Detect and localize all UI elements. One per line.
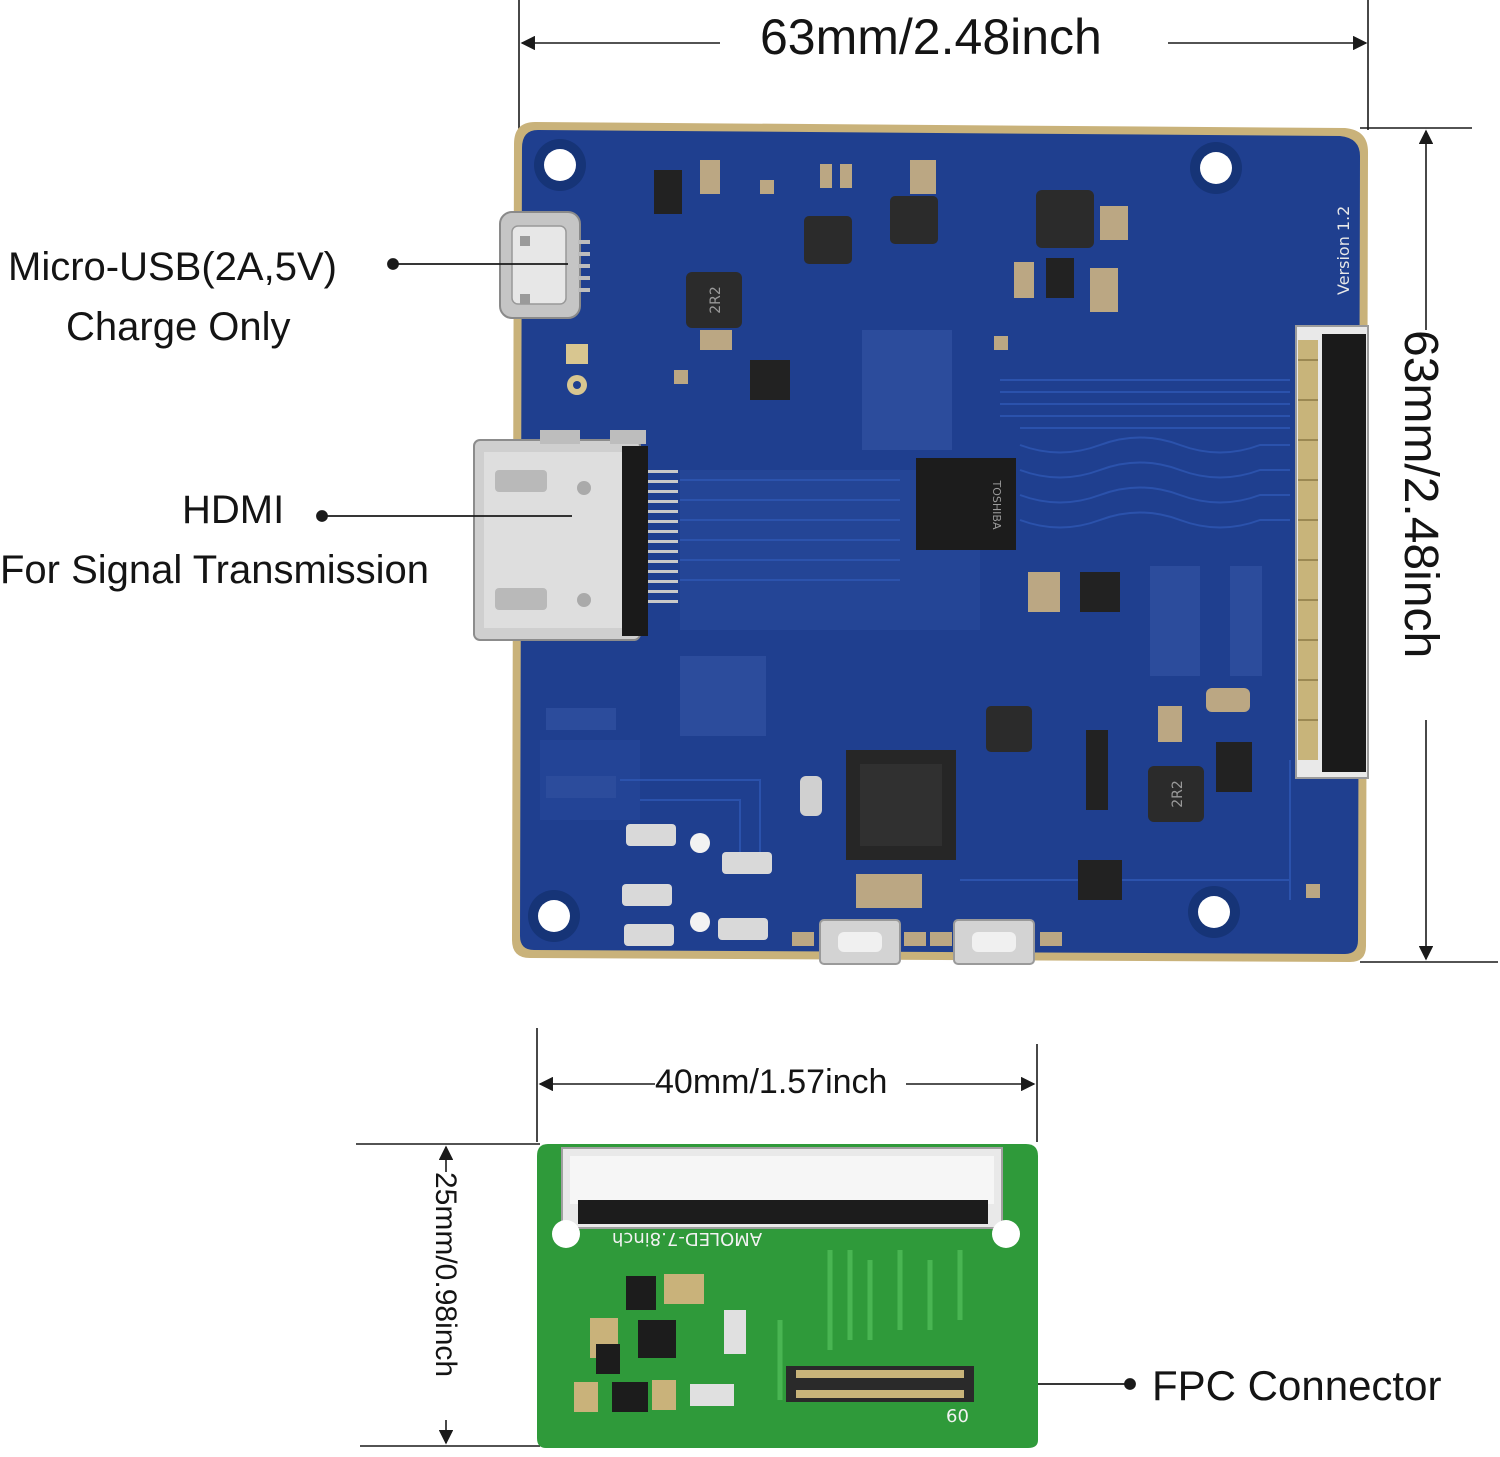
- usb-callout-subtitle: Charge Only: [66, 305, 291, 349]
- hdmi-pins: [648, 470, 678, 603]
- tactile-buttons: [792, 919, 1062, 965]
- inductor-label: 2R2: [1170, 780, 1186, 808]
- main-pcb: TOSHIBA 2R2 2R2: [473, 122, 1369, 965]
- usb-callout-title: Micro-USB(2A,5V): [8, 245, 337, 289]
- hdmi-callout-subtitle: For Signal Transmission: [0, 548, 430, 592]
- adapter-height-dimension-label: 25mm/0.98inch: [429, 1172, 462, 1378]
- mcu-chip: [846, 750, 956, 860]
- mounting-holes: [528, 139, 1242, 942]
- fpc-callout: FPC Connector: [1152, 1362, 1442, 1409]
- hdmi-callout-title: HDMI: [182, 488, 285, 532]
- main-fpc-connector: [1295, 325, 1369, 779]
- hdmi-port: [473, 430, 678, 641]
- adapter-pin-count-silkscreen: 60: [946, 1406, 969, 1427]
- smd-components: [546, 160, 1320, 946]
- adapter-width-dimension-label: 40mm/1.57inch: [655, 1063, 888, 1101]
- adapter-dimension-lines: [356, 1028, 1038, 1447]
- board-version-silkscreen: Version 1.2: [1334, 205, 1353, 295]
- pcb-traces: [620, 379, 1291, 900]
- adapter-pcb: [537, 1144, 1038, 1448]
- toshiba-chip-label: TOSHIBA: [990, 480, 1003, 530]
- inductor-label: 2R2: [708, 286, 724, 314]
- micro-usb-port: [499, 211, 590, 319]
- main-height-dimension-label: 63mm/2.48inch: [1394, 330, 1447, 659]
- inductors: 2R2 2R2: [686, 190, 1204, 822]
- main-board-dimension-lines: [518, 0, 1498, 963]
- toshiba-bridge-chip: TOSHIBA: [916, 458, 1016, 550]
- adapter-model-silkscreen: AMOLED-7.8inch: [612, 1228, 763, 1249]
- main-width-dimension-label: 63mm/2.48inch: [760, 9, 1102, 65]
